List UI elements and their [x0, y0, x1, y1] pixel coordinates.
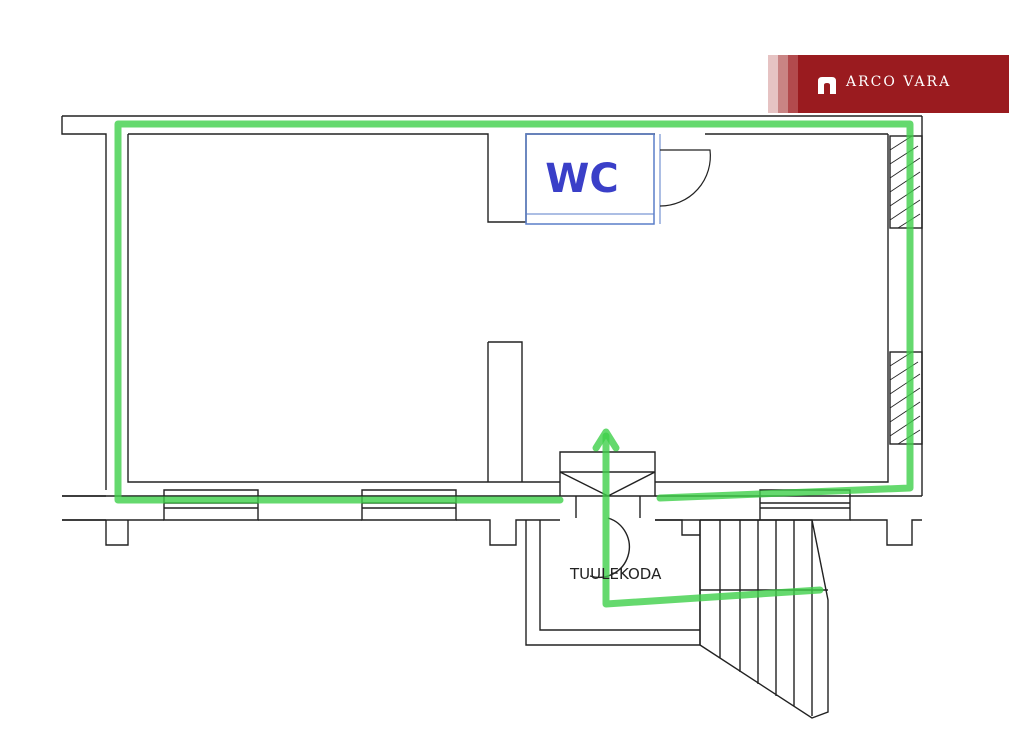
wc-label: WC [545, 156, 618, 202]
route-arrow-head [592, 428, 620, 452]
arch-logo-icon [818, 77, 836, 94]
wc-door-swing [659, 149, 711, 207]
brand-fade-2 [778, 55, 788, 113]
top-wall [61, 115, 922, 521]
entrance-label: TUULEKODA [569, 565, 662, 583]
stairs [699, 519, 829, 719]
brand-fade-3 [788, 55, 798, 113]
brand-banner: ARCO VARA [768, 55, 1009, 113]
wc-inner-lines [526, 134, 661, 224]
left-column [105, 520, 129, 546]
right-window-lower [889, 351, 923, 445]
green-route [114, 120, 914, 608]
brand-fade-1 [768, 55, 778, 113]
right-wall [655, 116, 923, 496]
plan-walls [61, 115, 923, 719]
route-entrance [602, 432, 824, 608]
right-window-upper [889, 135, 923, 229]
partition-column [487, 341, 523, 482]
brand-name: ARCO VARA [846, 74, 952, 90]
bottom-window-1 [163, 489, 259, 521]
right-window-upper-hatch [889, 135, 921, 229]
right-window-lower-hatch [889, 351, 921, 445]
bottom-window-2 [361, 489, 457, 521]
route-perimeter [114, 120, 914, 504]
